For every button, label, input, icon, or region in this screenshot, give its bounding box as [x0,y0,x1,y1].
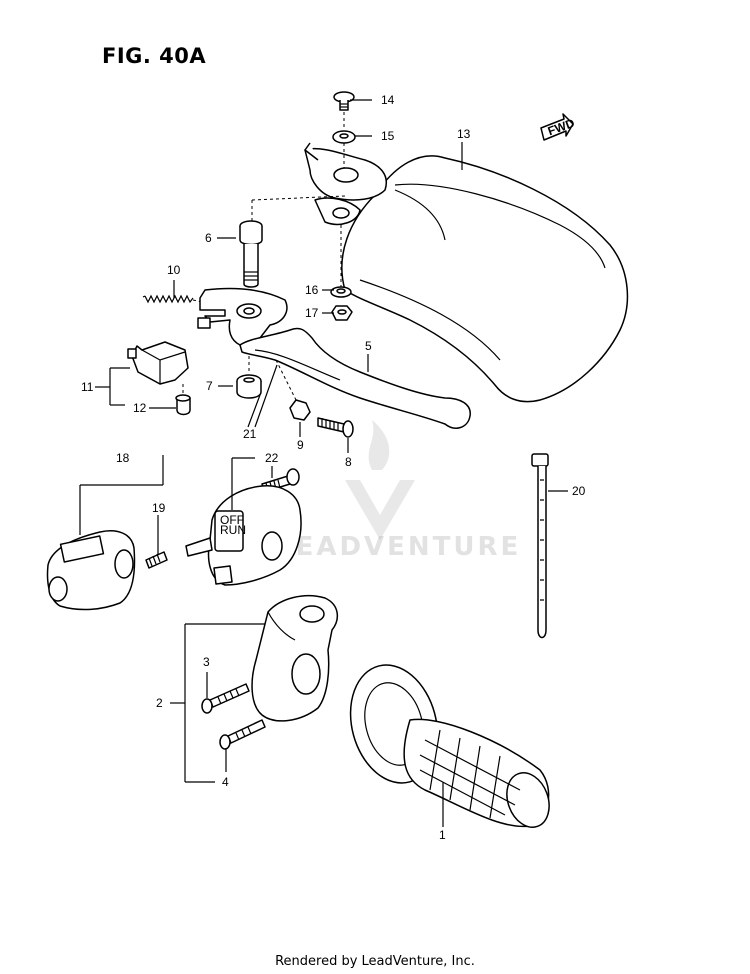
lever-bracket-part [197,287,288,346]
callout-15: 15 [381,129,395,143]
callout-11: 11 [81,380,94,394]
callout-19: 19 [152,501,166,515]
screw-4-part [219,719,266,750]
fwd-label: FWD [546,116,577,139]
throttle-housing-2-part [251,594,339,722]
callout-7: 7 [206,379,213,393]
washer-16-part [330,286,352,298]
callout-6: 6 [205,231,212,245]
callout-4: 4 [222,775,229,789]
brake-lever-part [239,327,471,429]
svg-text:OFF: OFF [220,513,244,527]
callout-8: 8 [345,455,352,469]
callout-3: 3 [203,655,210,669]
callout-numbers: 14 15 13 6 10 16 17 5 11 7 12 21 9 8 22 … [81,93,586,842]
callout-9: 9 [297,438,304,452]
callout-10: 10 [167,263,181,277]
hand-guard-part [304,142,629,403]
callout-12: 12 [133,401,147,415]
watermark-logo [345,420,415,540]
handlebar-switch-21-part: OFF RUN [185,485,302,586]
collar-6-part [239,220,263,288]
brake-switch-11-part [127,341,189,385]
callout-5: 5 [365,339,372,353]
footer-credit: Rendered by LeadVenture, Inc. [275,954,475,969]
svg-text:RUN: RUN [220,523,246,537]
callout-22: 22 [265,451,279,465]
callout-2: 2 [156,696,163,710]
starter-switch-18-part [46,530,136,611]
callout-13: 13 [457,127,471,141]
callout-1: 1 [439,828,446,842]
bolt-8-part [317,417,354,438]
washer-15-part [332,130,356,144]
screw-12-part [175,394,191,416]
nut-17-part [331,305,353,321]
callout-20: 20 [572,484,586,498]
grip-1-part [349,664,550,828]
bushing-7-part [236,374,262,399]
callout-17: 17 [305,306,319,320]
nut-9-part [289,399,311,421]
screw-3-part [201,683,250,714]
leader-lines [79,99,568,827]
spring-10-part [142,294,194,304]
callout-16: 16 [305,283,319,297]
figure-title: FIG. 40A [102,44,207,68]
callout-18: 18 [116,451,130,465]
screw-19-part [145,551,168,569]
bolt-14-part [333,91,355,111]
callout-21: 21 [243,427,257,441]
callout-14: 14 [381,93,395,107]
cable-tie-20-part [531,453,549,639]
watermark-text: LEADVENTURE [276,532,522,562]
fwd-arrow-icon: FWD [540,113,577,141]
